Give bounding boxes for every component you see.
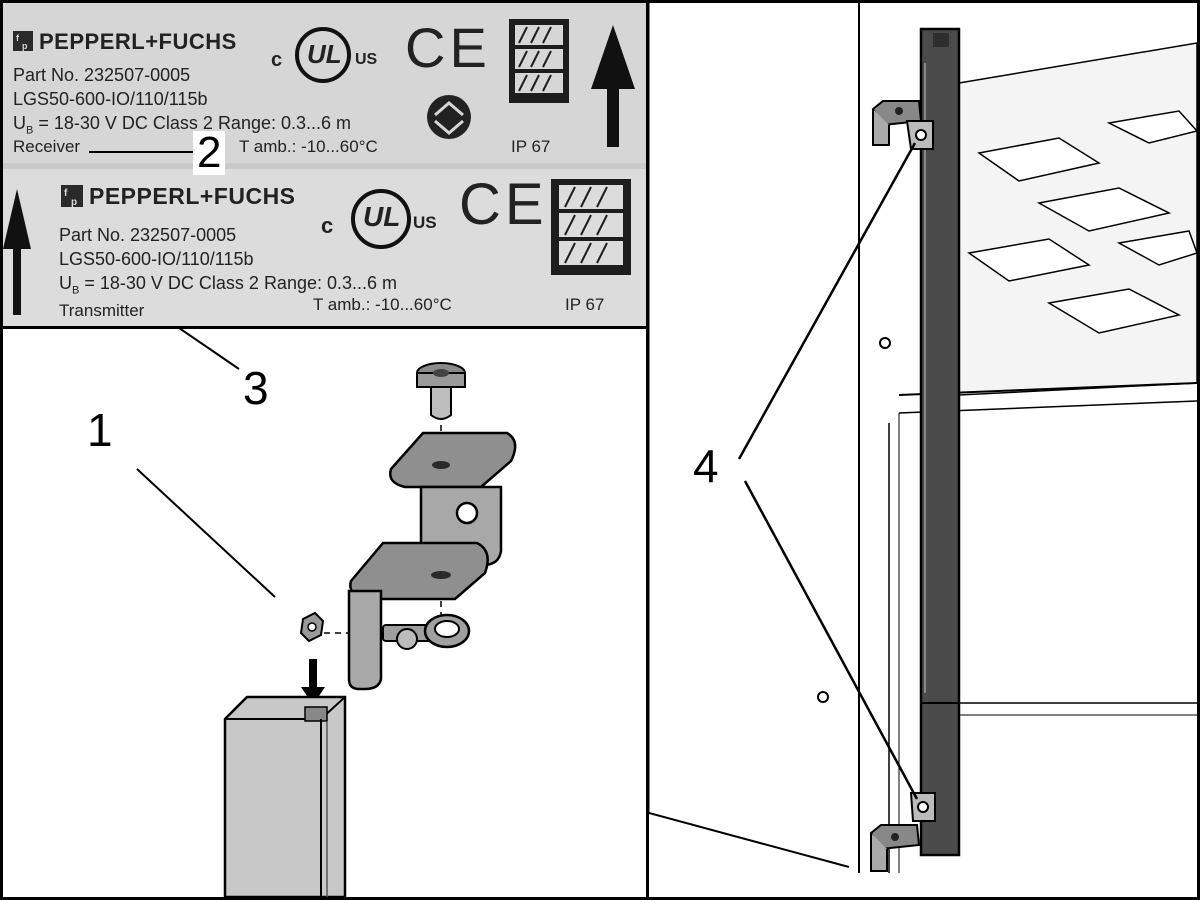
callout-4-leader-top [737, 142, 917, 460]
receiver-symbol-icon [427, 95, 471, 139]
transmitter-model: LGS50-600-IO/110/115b [59, 249, 254, 269]
receiver-brand: PEPPERL+FUCHS [39, 29, 237, 54]
receiver-supply: UB = 18-30 V DC Class 2 Range: 0.3...6 m [13, 113, 351, 137]
receiver-model: LGS50-600-IO/110/115b [13, 89, 208, 109]
callout-2: 2 [193, 131, 226, 175]
receiver-role: Receiver [13, 137, 81, 156]
assembly-drawing [136, 329, 517, 897]
transmitter-brand: PEPPERL+FUCHS [89, 183, 296, 209]
installation-drawing [649, 3, 1197, 873]
transmitter-supply: UB = 18-30 V DC Class 2 Range: 0.3...6 m [59, 273, 397, 297]
assembly-panel: 3 1 [0, 326, 652, 900]
arrow-up-icon [3, 189, 31, 315]
callout-3: 3 [243, 362, 269, 414]
svg-text:p: p [22, 41, 28, 51]
transmitter-supply-rest: = 18-30 V DC Class 2 Range: 0.3...6 m [84, 273, 398, 293]
transmitter-label-graphics: f p [3, 179, 631, 315]
weee-icon [551, 179, 631, 275]
receiver-ul-c: c [271, 49, 283, 71]
transmitter-part-no: Part No. 232507-0005 [59, 225, 237, 245]
nut-icon [299, 611, 325, 643]
callout-1: 1 [87, 404, 113, 456]
transmitter-ul-c: c [321, 213, 334, 238]
receiver-label-graphics: f p [13, 19, 635, 153]
light-grid-bar-icon [919, 27, 961, 857]
receiver-temp: T amb.: -10...60°C [239, 137, 378, 156]
receiver-ce: CE [405, 16, 491, 79]
receiver-supply-symbol: U [13, 113, 26, 133]
transmitter-role: Transmitter [59, 301, 145, 320]
installation-panel: 4 [646, 0, 1200, 900]
transmitter-ce: CE [459, 172, 548, 237]
receiver-supply-sub: B [26, 124, 34, 137]
weee-icon [509, 19, 569, 103]
transmitter-ul-us: US [413, 213, 437, 232]
ul-mark-icon [351, 189, 411, 249]
svg-text:f: f [16, 33, 20, 43]
lower-bracket-icon [347, 541, 489, 691]
receiver-ul-us: US [355, 51, 378, 68]
receiver-part-no: Part No. 232507-0005 [13, 65, 191, 85]
callout-3-leader [178, 329, 240, 370]
callout-4: 4 [693, 440, 719, 492]
receiver-ul-mark: UL [307, 39, 342, 69]
callout-4-leader-bottom [743, 480, 919, 800]
receiver-ip: IP 67 [511, 137, 551, 156]
machine-frame-icon [649, 3, 1197, 873]
bolt-washer-icon [382, 613, 471, 650]
label-panel: f p [0, 0, 652, 332]
receiver-supply-rest: = 18-30 V DC Class 2 Range: 0.3...6 m [38, 113, 352, 133]
transmitter-label: f p PEPPERL+FUCHS Part No. 232507-0005 L… [3, 169, 649, 327]
top-mount-bracket-icon [871, 100, 934, 150]
pf-logo-icon: f p [61, 185, 83, 208]
transmitter-ip: IP 67 [565, 295, 605, 314]
transmitter-temp: T amb.: -10...60°C [313, 295, 452, 314]
receiver-label: f p [3, 3, 649, 163]
ul-mark-icon [295, 27, 351, 83]
profile-rail-icon [223, 695, 347, 897]
callout-1-leader [136, 468, 276, 598]
pf-logo-icon: f p [13, 31, 33, 51]
transmitter-ul-mark: UL [363, 201, 401, 232]
arrow-up-icon [591, 25, 635, 147]
screw-icon [416, 362, 466, 420]
transmitter-supply-sub: B [72, 284, 80, 297]
bottom-mount-bracket-icon [869, 792, 936, 872]
svg-text:f: f [64, 188, 68, 199]
transmitter-supply-symbol: U [59, 273, 72, 293]
svg-text:p: p [71, 197, 77, 208]
